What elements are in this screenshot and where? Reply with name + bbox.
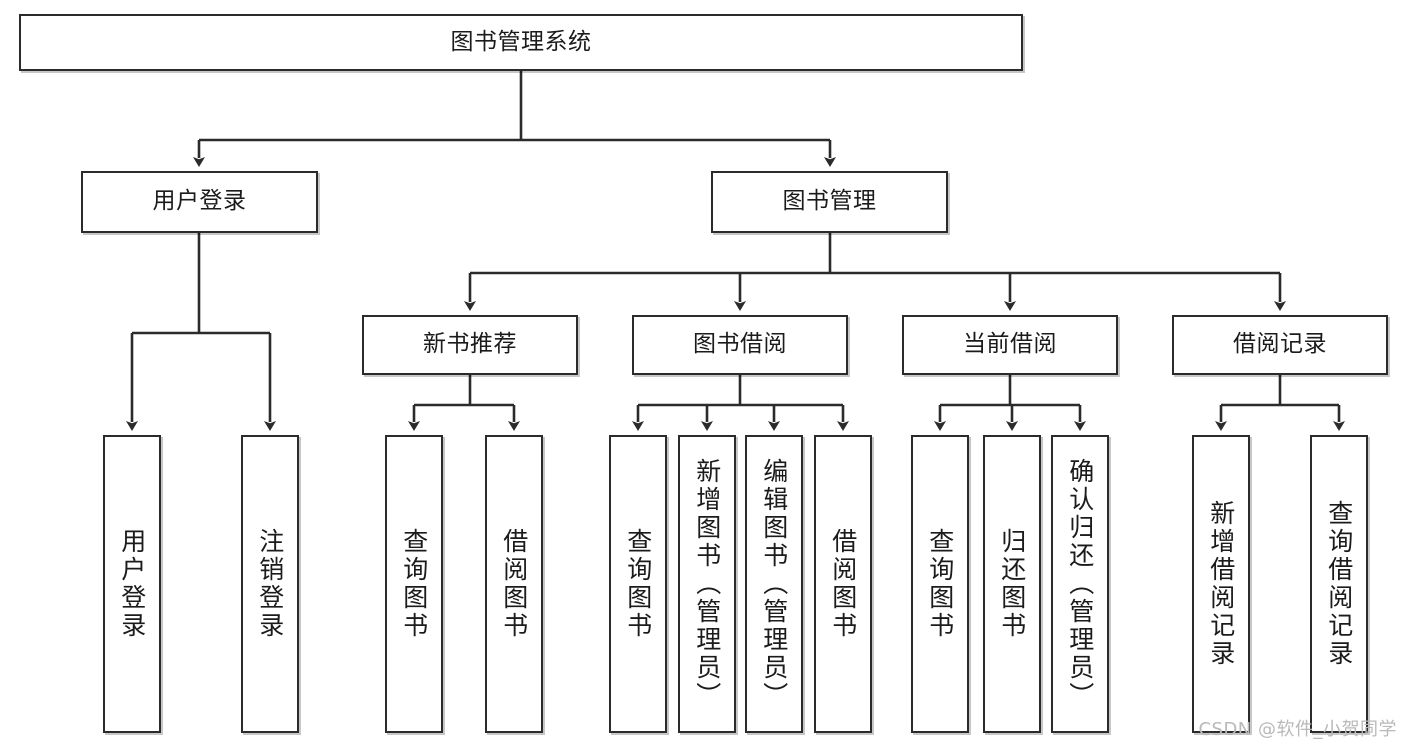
node-new-book-recommend[interactable]: 新书推荐 <box>362 315 578 375</box>
leaf-borrow-book-label: 借阅图书 <box>828 528 858 640</box>
leaf-return-book-label: 归还图书 <box>997 528 1027 640</box>
leaf-add-book-admin-label: 新增图书（管理员） <box>692 458 722 710</box>
leaf-query-borrow-record[interactable]: 查询借阅记录 <box>1310 435 1368 733</box>
node-book-borrow[interactable]: 图书借阅 <box>632 315 848 375</box>
leaf-edit-book-admin[interactable]: 编辑图书（管理员） <box>745 435 803 733</box>
leaf-add-book-admin[interactable]: 新增图书（管理员） <box>678 435 736 733</box>
leaf-query-book-current-label: 查询图书 <box>925 528 955 640</box>
node-new-book-recommend-label: 新书推荐 <box>423 331 517 358</box>
node-current-borrow[interactable]: 当前借阅 <box>902 315 1118 375</box>
leaf-query-book-recommend[interactable]: 查询图书 <box>385 435 443 733</box>
node-book-management[interactable]: 图书管理 <box>711 171 948 233</box>
leaf-query-borrow-record-label: 查询借阅记录 <box>1324 500 1354 668</box>
node-root[interactable]: 图书管理系统 <box>19 14 1023 71</box>
leaf-borrow-book-recommend-label: 借阅图书 <box>499 528 529 640</box>
leaf-logout-login[interactable]: 注销登录 <box>241 435 299 733</box>
node-user-login[interactable]: 用户登录 <box>81 171 318 233</box>
node-borrow-record[interactable]: 借阅记录 <box>1172 315 1388 375</box>
leaf-query-book-current[interactable]: 查询图书 <box>911 435 969 733</box>
node-root-label: 图书管理系统 <box>450 28 592 55</box>
leaf-confirm-return-admin-label: 确认归还（管理员） <box>1065 458 1095 710</box>
leaf-query-book-borrow-label: 查询图书 <box>623 528 653 640</box>
leaf-add-borrow-record-label: 新增借阅记录 <box>1206 500 1236 668</box>
leaf-add-borrow-record[interactable]: 新增借阅记录 <box>1192 435 1250 733</box>
leaf-logout-login-label: 注销登录 <box>255 528 285 640</box>
leaf-user-login[interactable]: 用户登录 <box>103 435 161 733</box>
node-book-management-label: 图书管理 <box>782 188 877 215</box>
node-book-borrow-label: 图书借阅 <box>693 331 787 358</box>
leaf-edit-book-admin-label: 编辑图书（管理员） <box>759 458 789 710</box>
leaf-query-book-borrow[interactable]: 查询图书 <box>609 435 667 733</box>
leaf-user-login-label: 用户登录 <box>117 528 147 640</box>
leaf-return-book[interactable]: 归还图书 <box>983 435 1041 733</box>
node-current-borrow-label: 当前借阅 <box>963 331 1057 358</box>
leaf-borrow-book-recommend[interactable]: 借阅图书 <box>485 435 543 733</box>
leaf-borrow-book[interactable]: 借阅图书 <box>814 435 872 733</box>
node-user-login-label: 用户登录 <box>152 188 247 215</box>
leaf-query-book-recommend-label: 查询图书 <box>399 528 429 640</box>
leaf-confirm-return-admin[interactable]: 确认归还（管理员） <box>1051 435 1109 733</box>
node-borrow-record-label: 借阅记录 <box>1233 331 1327 358</box>
